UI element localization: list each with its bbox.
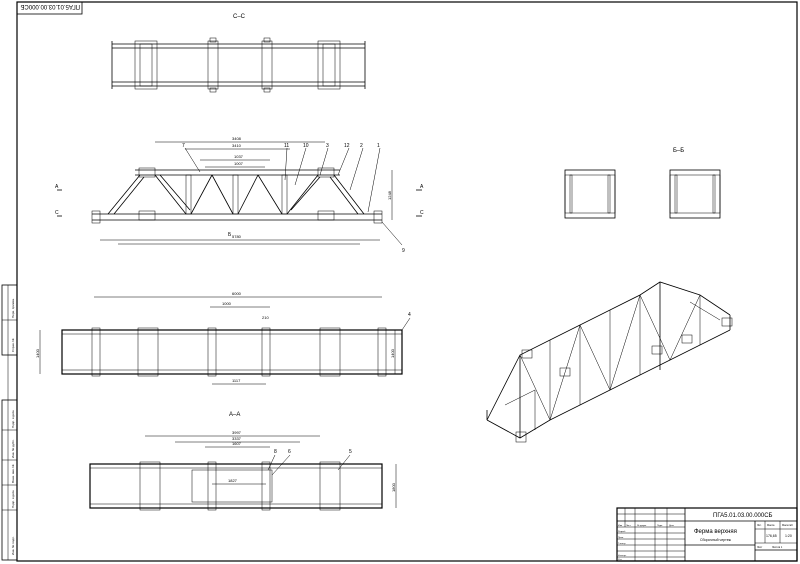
plan-dim-bottom: 1117 xyxy=(232,378,241,383)
title-block-sheet: Лист xyxy=(757,546,763,549)
aa-leader-5: 5 xyxy=(349,449,352,455)
plan-dim-height-left: 1400 xyxy=(35,348,40,358)
plan-dim-height-right: 1400 xyxy=(390,348,395,358)
title-block-lit-label: Лит. xyxy=(757,524,762,527)
aa-leader-6: 6 xyxy=(288,449,291,455)
rotated-stamp-text: ПГА5.01.03.00.000СБ xyxy=(20,3,80,9)
title-block: ПГА5.01.03.00.000СБ Ферма верхняя Сбороч… xyxy=(616,507,798,562)
title-block-code: ПГА5.01.03.00.000СБ xyxy=(713,513,773,519)
section-cc-view: С–С xyxy=(111,14,366,93)
title-block-sheets: Листов 1 xyxy=(772,546,783,549)
side-strip-label-3: Подп. и дата xyxy=(11,410,15,428)
leader-2: 2 xyxy=(360,143,363,149)
rotated-stamp: ПГА5.01.03.00.000СБ xyxy=(16,1,83,15)
plan-dim-mid: 1000 xyxy=(222,301,232,306)
leader-1: 1 xyxy=(377,143,380,149)
aa-dim-top: 3997 xyxy=(232,430,242,435)
leader-9: 9 xyxy=(402,248,405,254)
side-strip-label-5: Взам. инв. № xyxy=(11,464,15,483)
leader-12: 12 xyxy=(344,143,350,149)
front-cut-c-left: С xyxy=(55,210,59,216)
leader-7: 7 xyxy=(182,143,185,149)
section-aa-title: А–А xyxy=(229,412,240,418)
leader-11: 11 xyxy=(284,143,289,149)
aa-dim-inner: 1607 xyxy=(232,441,242,446)
title-block-subname: Сборочный чертеж xyxy=(700,538,732,542)
side-strip-label-4: Инв. № дубл. xyxy=(11,439,15,458)
side-strip-label-7: Инв. № подл. xyxy=(11,536,15,555)
plan-dim-small: 210 xyxy=(262,315,269,320)
front-cut-b: Б xyxy=(228,232,232,238)
tb-row-utv: Утв. xyxy=(618,559,623,561)
side-strip: Перв. примен. Справ. № Подп. и дата Инв.… xyxy=(1,284,18,561)
front-dim-bottom: 5780 xyxy=(232,234,242,239)
title-block-scale-label: Масштаб xyxy=(782,524,793,527)
side-strip-label-2: Справ. № xyxy=(11,338,15,352)
tb-row-prov: Пров. xyxy=(618,537,624,539)
tb-row-razrab: Разраб. xyxy=(618,531,626,533)
aa-dim-right: 1800 xyxy=(391,482,396,492)
title-block-name: Ферма верхняя xyxy=(694,529,737,535)
plan-view: 6000 1000 210 1400 1400 1117 4 xyxy=(35,291,411,385)
isometric-view xyxy=(486,281,733,443)
front-dim-mid: 1037 xyxy=(234,154,244,159)
plan-leader-4: 4 xyxy=(408,312,411,318)
aa-dim-mid: 3337 xyxy=(232,436,242,441)
plan-dim-top: 6000 xyxy=(232,291,242,296)
tb-row-list: Лист xyxy=(626,525,631,527)
title-block-scale: 1:20 xyxy=(785,534,792,538)
front-cut-a-right: А xyxy=(420,184,424,190)
tb-row-date: Дата xyxy=(669,525,675,527)
tb-row-nkontr: Н.контр. xyxy=(618,555,627,557)
section-bb-title: Б–Б xyxy=(673,148,684,154)
front-cut-c-right: С xyxy=(420,210,424,216)
side-strip-label-6: Подп. и дата xyxy=(11,490,15,508)
tb-row-tkontr: Т.контр. xyxy=(618,543,626,545)
section-aa-view: А–А 3997 3337 1607 1827 1800 8 6 5 xyxy=(89,412,397,511)
front-cut-a-left: А xyxy=(55,184,59,190)
title-block-mass: 176,65 xyxy=(766,534,777,538)
front-view: 3408 3410 1037 1007 xyxy=(55,136,424,254)
front-leaders: 7 11 10 3 12 2 1 9 xyxy=(182,143,405,254)
front-dim-height: 1248 xyxy=(387,190,392,200)
tb-row-izm: Изм xyxy=(618,525,623,527)
section-bb-view: Б–Б xyxy=(564,148,721,219)
front-dim-mid2: 1007 xyxy=(234,161,244,166)
tb-row-podp: Подп. xyxy=(657,525,663,527)
aa-leader-8: 8 xyxy=(274,449,277,455)
section-cc-title: С–С xyxy=(233,14,246,20)
front-dim-top-outer: 3408 xyxy=(232,136,242,141)
side-strip-label-1: Перв. примен. xyxy=(11,298,15,318)
tb-row-docnum: № докум. xyxy=(637,524,647,527)
aa-dim-small: 1827 xyxy=(228,478,238,483)
leader-3: 3 xyxy=(326,143,329,149)
sheet-border xyxy=(16,1,798,562)
leader-10: 10 xyxy=(303,143,309,149)
title-block-mass-label: Масса xyxy=(767,524,775,527)
front-dim-top-inner: 3410 xyxy=(232,143,242,148)
